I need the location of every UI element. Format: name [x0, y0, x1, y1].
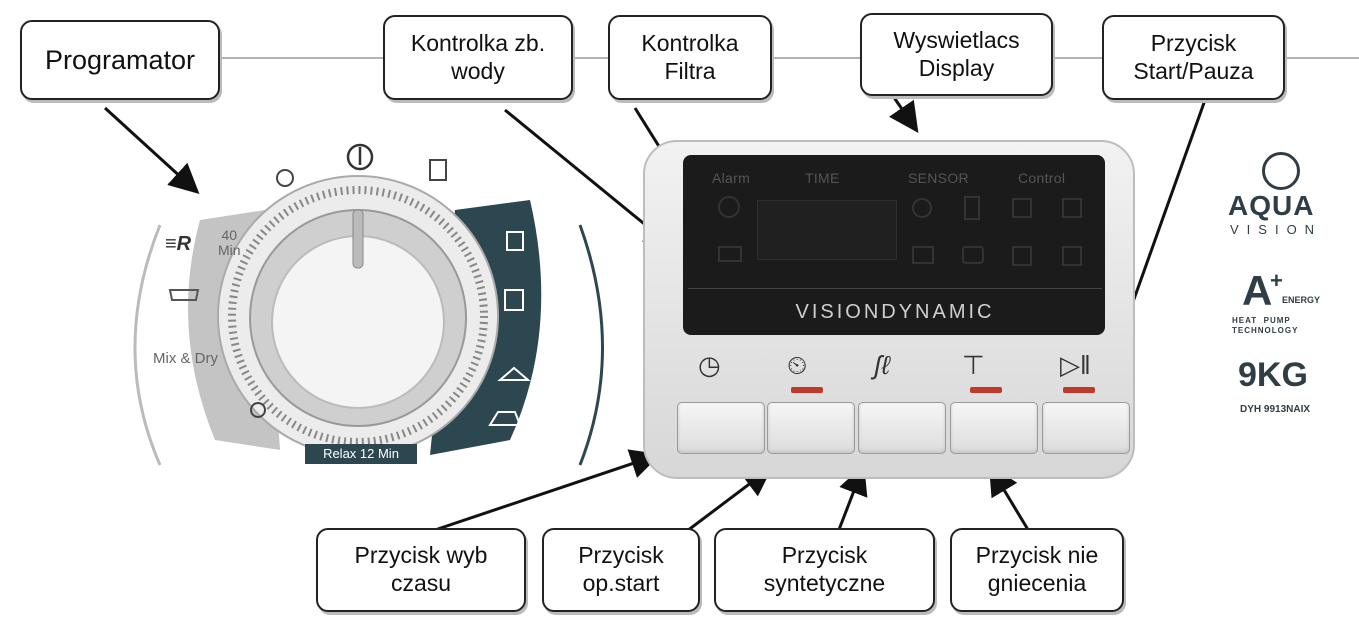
aqua-label: AQUA — [1228, 190, 1315, 221]
sensor-indicator-icon — [912, 198, 932, 218]
filter-indicator-callout: Kontrolka Filtra — [608, 15, 772, 100]
wardrobe-icon — [504, 289, 524, 311]
programator-callout: Programator — [20, 20, 220, 100]
start-pause-callout: Przycisk Start/Pauza — [1102, 15, 1285, 100]
synthetic-callout: Przycisk syntetyczne — [714, 528, 935, 612]
dial-pointer — [352, 209, 364, 269]
delay-start-icon: ⏲ — [787, 350, 808, 380]
nocrease-text-2: gniecenia — [987, 570, 1087, 596]
dial-bracket-right — [578, 224, 604, 466]
display-text-2: Display — [918, 54, 995, 81]
sensor-indicator-icon-2 — [1012, 246, 1032, 266]
dial-ticks — [228, 186, 488, 446]
power-icon — [346, 143, 374, 171]
synthetic-icon: ʃℓ — [874, 350, 890, 380]
delay-text-2: op.start — [582, 570, 660, 596]
iron-icon — [488, 411, 522, 426]
time-select-callout: Przycisk wyb czasu — [316, 528, 526, 612]
shirt-icon — [506, 231, 524, 251]
condenser-indicator-icon — [1012, 198, 1032, 218]
arrow-time-select — [419, 449, 661, 537]
water-indicator-callout: Kontrolka zb. wody — [383, 15, 573, 100]
water-text-1: Kontrolka zb. — [410, 29, 546, 56]
sensor-label: SENSOR — [908, 170, 969, 186]
door-indicator-icon — [964, 196, 980, 220]
start-pause-led — [1063, 387, 1095, 393]
display-divider — [688, 288, 1102, 289]
start-text-2: Start/Pauza — [1133, 57, 1254, 84]
time-select-text-1: Przycisk wyb — [354, 542, 488, 569]
no-crease-button[interactable] — [950, 402, 1038, 454]
energy-a-icon: A — [1242, 267, 1273, 314]
filter-text-2: Filtra — [664, 57, 716, 84]
programator-text: Programator — [44, 44, 196, 75]
delay-text-1: Przycisk — [578, 542, 664, 569]
dial-min-text: Min — [218, 242, 241, 258]
alarm-indicator-icon — [718, 196, 740, 218]
arrow-no-crease — [988, 464, 1032, 534]
synth-text-1: Przycisk — [781, 542, 868, 569]
no-crease-icon: ⊤ — [962, 350, 985, 380]
cupboard-dry-icon — [429, 159, 447, 181]
filter-indicator-icon — [962, 246, 984, 264]
nocrease-text-1: Przycisk nie — [975, 542, 1099, 569]
arrow-display — [889, 95, 919, 133]
delay-start-callout: Przycisk op.start — [542, 528, 700, 612]
delay-start-button[interactable] — [767, 402, 855, 454]
dial-bracket-left — [133, 224, 162, 466]
hanger-icon — [497, 366, 531, 381]
technology-label: TECHNOLOGY — [1232, 326, 1299, 335]
aqua-vision-logo-icon — [1262, 152, 1300, 190]
start-pause-icon: ▷‖ — [1060, 350, 1091, 380]
dial-40-text: 40 — [221, 227, 238, 243]
synthetic-button[interactable] — [858, 402, 946, 454]
lcd-screen — [757, 200, 897, 260]
arrow-water-indicator — [504, 108, 675, 249]
vision-label: VISION — [1230, 222, 1323, 237]
shirt-cotton-icon — [168, 289, 200, 301]
wool-icon — [250, 402, 266, 418]
dial-mix-dry-label: Mix & Dry — [153, 350, 218, 367]
alarm-indicator-icon-2 — [718, 246, 742, 262]
delay-start-led — [791, 387, 823, 393]
start-pause-button[interactable] — [1042, 402, 1130, 454]
dial-relax-label: Relax 12 Min — [305, 444, 417, 464]
energy-plus: + — [1270, 268, 1283, 293]
water-text-2: wody — [451, 57, 505, 84]
start-text-1: Przycisk — [1150, 29, 1237, 56]
refresh-icon: ≡R — [165, 233, 192, 255]
time-select-button[interactable] — [677, 402, 765, 454]
model-label: DYH 9913NAIX — [1240, 404, 1311, 415]
energy-label: ENERGY — [1282, 295, 1321, 305]
dial-40min-label: 40 Min — [218, 228, 241, 258]
alarm-label: Alarm — [712, 170, 751, 186]
no-crease-led — [970, 387, 1002, 393]
time-label: TIME — [805, 170, 840, 186]
timer-icon — [276, 169, 294, 187]
control-indicator-icon — [1062, 198, 1082, 218]
capacity-label: 9KG — [1238, 356, 1308, 394]
no-crease-callout: Przycisk nie gniecenia — [950, 528, 1124, 612]
arrow-programator — [103, 106, 200, 195]
time-select-text-2: czasu — [390, 570, 452, 596]
water-tank-indicator-icon — [912, 246, 934, 264]
brand-label: VISIONDYNAMIC — [795, 300, 995, 323]
synth-text-2: syntetyczne — [763, 570, 886, 596]
clock-icon: ◷ — [698, 350, 721, 380]
filter-text-1: Kontrolka — [641, 29, 739, 56]
display-callout: Wyswietlacs Display — [860, 13, 1053, 96]
display-text-1: Wyswietlacs — [893, 26, 1020, 53]
heat-pump-label: HEAT PUMP — [1232, 316, 1291, 325]
lock-indicator-icon — [1062, 246, 1082, 266]
control-label: Control — [1018, 170, 1066, 186]
